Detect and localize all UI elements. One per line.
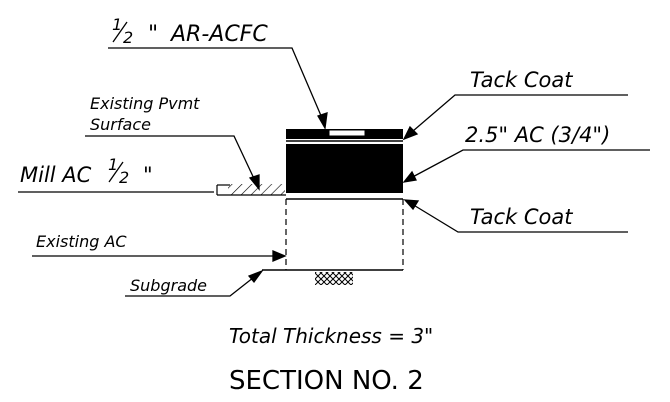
label-existing-pvmt-2: Surface: [90, 115, 151, 134]
total-thickness: Total Thickness = 3": [229, 324, 433, 348]
ar-acfc-text: AR-ACFC: [169, 22, 268, 47]
label-tack-coat-top: Tack Coat: [470, 68, 573, 92]
section-title: SECTION NO. 2: [229, 366, 424, 396]
existing-pvmt-hatch: [228, 184, 285, 195]
pavement-layers: [216, 129, 404, 285]
label-subgrade: Subgrade: [130, 276, 207, 295]
label-existing-ac: Existing AC: [36, 232, 127, 251]
mill-frac-unit: ": [143, 163, 153, 187]
leader-tack-top: [405, 94, 628, 138]
leader-tack-bottom-arrow: [403, 199, 420, 211]
mill-frac-num: 1: [108, 155, 118, 174]
leader-lines: [18, 47, 650, 297]
ar-acfc-frac-den: 2: [123, 28, 133, 47]
ac-main-layer: [286, 144, 403, 193]
earth-symbol: [315, 272, 353, 285]
leader-tack-top-arrow: [402, 125, 419, 141]
mill-frac-den: 2: [119, 168, 129, 187]
leader-subgrade-arrow: [247, 269, 264, 284]
label-mill-ac: Mill AC 1 2 ": [20, 155, 153, 187]
label-ar-acfc: 1 2 " AR-ACFC: [112, 15, 268, 47]
leader-ar-acfc-arrow: [317, 112, 328, 130]
leader-ac-main: [406, 149, 650, 181]
ar-acfc-frac-num: 1: [112, 15, 122, 34]
label-existing-pvmt-1: Existing Pvmt: [90, 94, 200, 113]
leader-ar-acfc: [108, 47, 326, 126]
labels: 1 2 " AR-ACFC Tack Coat 2.5" AC (3/4") T…: [20, 15, 610, 295]
ar-acfc-frac-unit: ": [148, 22, 158, 47]
leader-existing-ac-arrow: [272, 250, 287, 262]
label-tack-coat-bottom: Tack Coat: [470, 205, 573, 229]
leader-existing-pvmt: [85, 135, 258, 186]
ar-acfc-gap: [328, 129, 366, 137]
leader-tack-bottom: [406, 200, 628, 233]
mill-ac-text: Mill AC: [20, 163, 92, 187]
label-ac-main: 2.5" AC (3/4"): [465, 123, 610, 147]
leader-ac-main-arrow: [402, 170, 417, 183]
leader-subgrade: [125, 273, 259, 297]
leader-existing-pvmt-arrow: [248, 174, 260, 191]
